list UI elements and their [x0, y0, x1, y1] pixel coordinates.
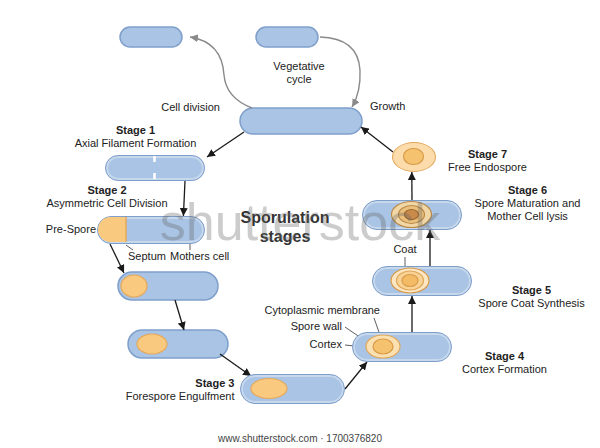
stage-number: Stage 1 — [72, 124, 200, 137]
cell-interior — [363, 201, 461, 229]
cell-shape: Stage 1Axial Filament Formation — [105, 155, 205, 181]
spore-cortex — [397, 271, 424, 290]
spore-coat — [392, 202, 432, 228]
stage-arrow — [175, 300, 184, 330]
stage-caption: Stage 4Cortex Formation — [455, 350, 555, 376]
stage-number: Stage 5 — [476, 284, 588, 297]
cell-shape: Stage 5Spore Coat Synthesis — [372, 266, 472, 296]
stage-caption: Stage 7Free Endospore — [442, 148, 534, 174]
stage-caption: Stage 1Axial Filament Formation — [72, 124, 200, 150]
stage-arrow — [429, 230, 430, 266]
footer-note: www.shutterstock.com · 1700376820 — [0, 432, 600, 445]
stage-caption: Stage 3Forespore Engulfment — [105, 377, 235, 403]
stage-caption: Stage 5Spore Coat Synthesis — [476, 284, 588, 310]
spore-core — [404, 149, 424, 165]
part-label: Pre-Spore — [40, 223, 96, 236]
spore-core — [402, 275, 418, 287]
prespore — [121, 275, 147, 297]
cell-shape: Stage 6Spore Maturation and Mother Cell … — [362, 200, 462, 230]
stage-arrow — [110, 244, 124, 273]
spore-coat — [391, 268, 429, 293]
cell-interior — [98, 217, 204, 243]
spore-membrane — [366, 335, 400, 358]
part-label: Cortex — [280, 338, 342, 351]
daughter-cell — [256, 27, 318, 47]
process-label: Cell division — [140, 101, 220, 114]
stage-arrow — [207, 132, 244, 157]
vegetative-cell — [240, 108, 362, 134]
forespore — [251, 379, 287, 399]
spore-cortex — [399, 206, 425, 224]
stage-arrow — [411, 172, 413, 200]
spore-core — [405, 210, 419, 220]
part-label: Mothers cell — [170, 250, 235, 263]
stage-arrow — [411, 296, 412, 332]
stage-number: Stage 2 — [40, 184, 175, 197]
stage-caption: Stage 2Asymmetric Cell Division — [40, 184, 175, 210]
stage-arrow — [220, 354, 251, 376]
diagram-title: Sporulation stages — [230, 208, 340, 246]
septum — [125, 217, 127, 242]
engulfing-cell — [118, 272, 218, 300]
cycle-arrow — [190, 37, 252, 108]
stage-number: Stage 4 — [455, 350, 555, 363]
cell-shape: Stage 4Cortex Formation — [352, 332, 452, 362]
stage-number: Stage 3 — [105, 377, 235, 390]
stage-name: Cortex Formation — [455, 363, 555, 376]
stage-arrow — [183, 181, 185, 216]
leader-line — [190, 243, 191, 250]
process-label: Growth — [370, 100, 415, 113]
stage-arrow — [361, 127, 393, 152]
stage-number: Stage 6 — [466, 184, 590, 197]
stage-number: Stage 7 — [442, 148, 534, 161]
axial-constriction — [153, 156, 156, 179]
prespore — [98, 217, 126, 242]
cell-interior — [373, 267, 471, 295]
cell-interior — [353, 333, 451, 361]
spore-cortex — [373, 339, 393, 354]
stage-name: Axial Filament Formation — [72, 137, 200, 150]
part-label: Cytoplasmic membrane — [256, 304, 380, 317]
part-label: Septum — [128, 250, 168, 263]
stage-name: Spore Coat Synthesis — [476, 297, 588, 310]
daughter-cell — [120, 27, 182, 47]
cell-interior — [241, 375, 344, 403]
cell-interior — [393, 143, 435, 171]
endospore-shape: Stage 7Free Endospore — [392, 142, 436, 172]
cycle-label: Vegetative cycle — [264, 60, 334, 86]
part-label: Spore wall — [280, 320, 342, 333]
stage-name: Asymmetric Cell Division — [40, 197, 175, 210]
stage-name: Forespore Engulfment — [105, 390, 235, 403]
engulfing-cell — [128, 330, 228, 358]
stage-name: Free Endospore — [442, 161, 534, 174]
cycle-arrow — [320, 37, 360, 107]
forespore — [137, 334, 167, 354]
stage-name: Spore Maturation and Mother Cell lysis — [466, 197, 590, 223]
cell-interior — [106, 156, 204, 180]
cell-shape: Stage 3Forespore Engulfment — [240, 374, 345, 404]
leader-line — [126, 245, 133, 250]
stage-arrow — [345, 362, 367, 389]
stage-caption: Stage 6Spore Maturation and Mother Cell … — [466, 184, 590, 223]
part-label: Coat — [385, 243, 425, 256]
cell-shape: Stage 2Asymmetric Cell Division — [97, 216, 205, 244]
